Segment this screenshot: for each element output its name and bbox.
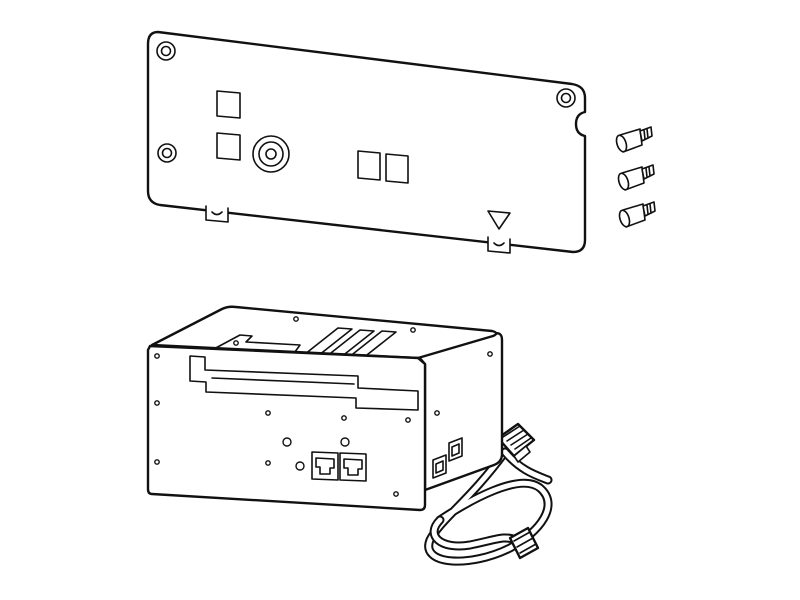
rear-cover-plate [146, 30, 587, 254]
cable-plug [508, 526, 540, 560]
side-jack [432, 454, 447, 479]
plate-bottom-tab [205, 205, 229, 223]
front-slot [189, 355, 419, 411]
rj-jack [339, 452, 367, 482]
cable-plug [496, 422, 536, 463]
rj-jack [311, 451, 339, 481]
plate-round-connector [252, 135, 290, 173]
plate-square-cutout [216, 90, 241, 119]
plate-bottom-tab [487, 236, 511, 254]
plate-mounting-hole [556, 88, 576, 108]
side-jack [448, 437, 463, 462]
plate-mounting-hole [156, 41, 176, 61]
triangle-marker [487, 210, 511, 230]
screw [615, 126, 653, 153]
mounting-screws [615, 126, 656, 228]
plate-square-cutout [357, 150, 381, 181]
screw [617, 164, 655, 191]
interface-module-box [146, 305, 504, 512]
screw [618, 201, 656, 228]
plate-square-cutout [216, 132, 241, 161]
plate-mounting-hole [157, 143, 177, 163]
modular-cable [424, 422, 553, 566]
plate-square-cutout [385, 153, 409, 184]
